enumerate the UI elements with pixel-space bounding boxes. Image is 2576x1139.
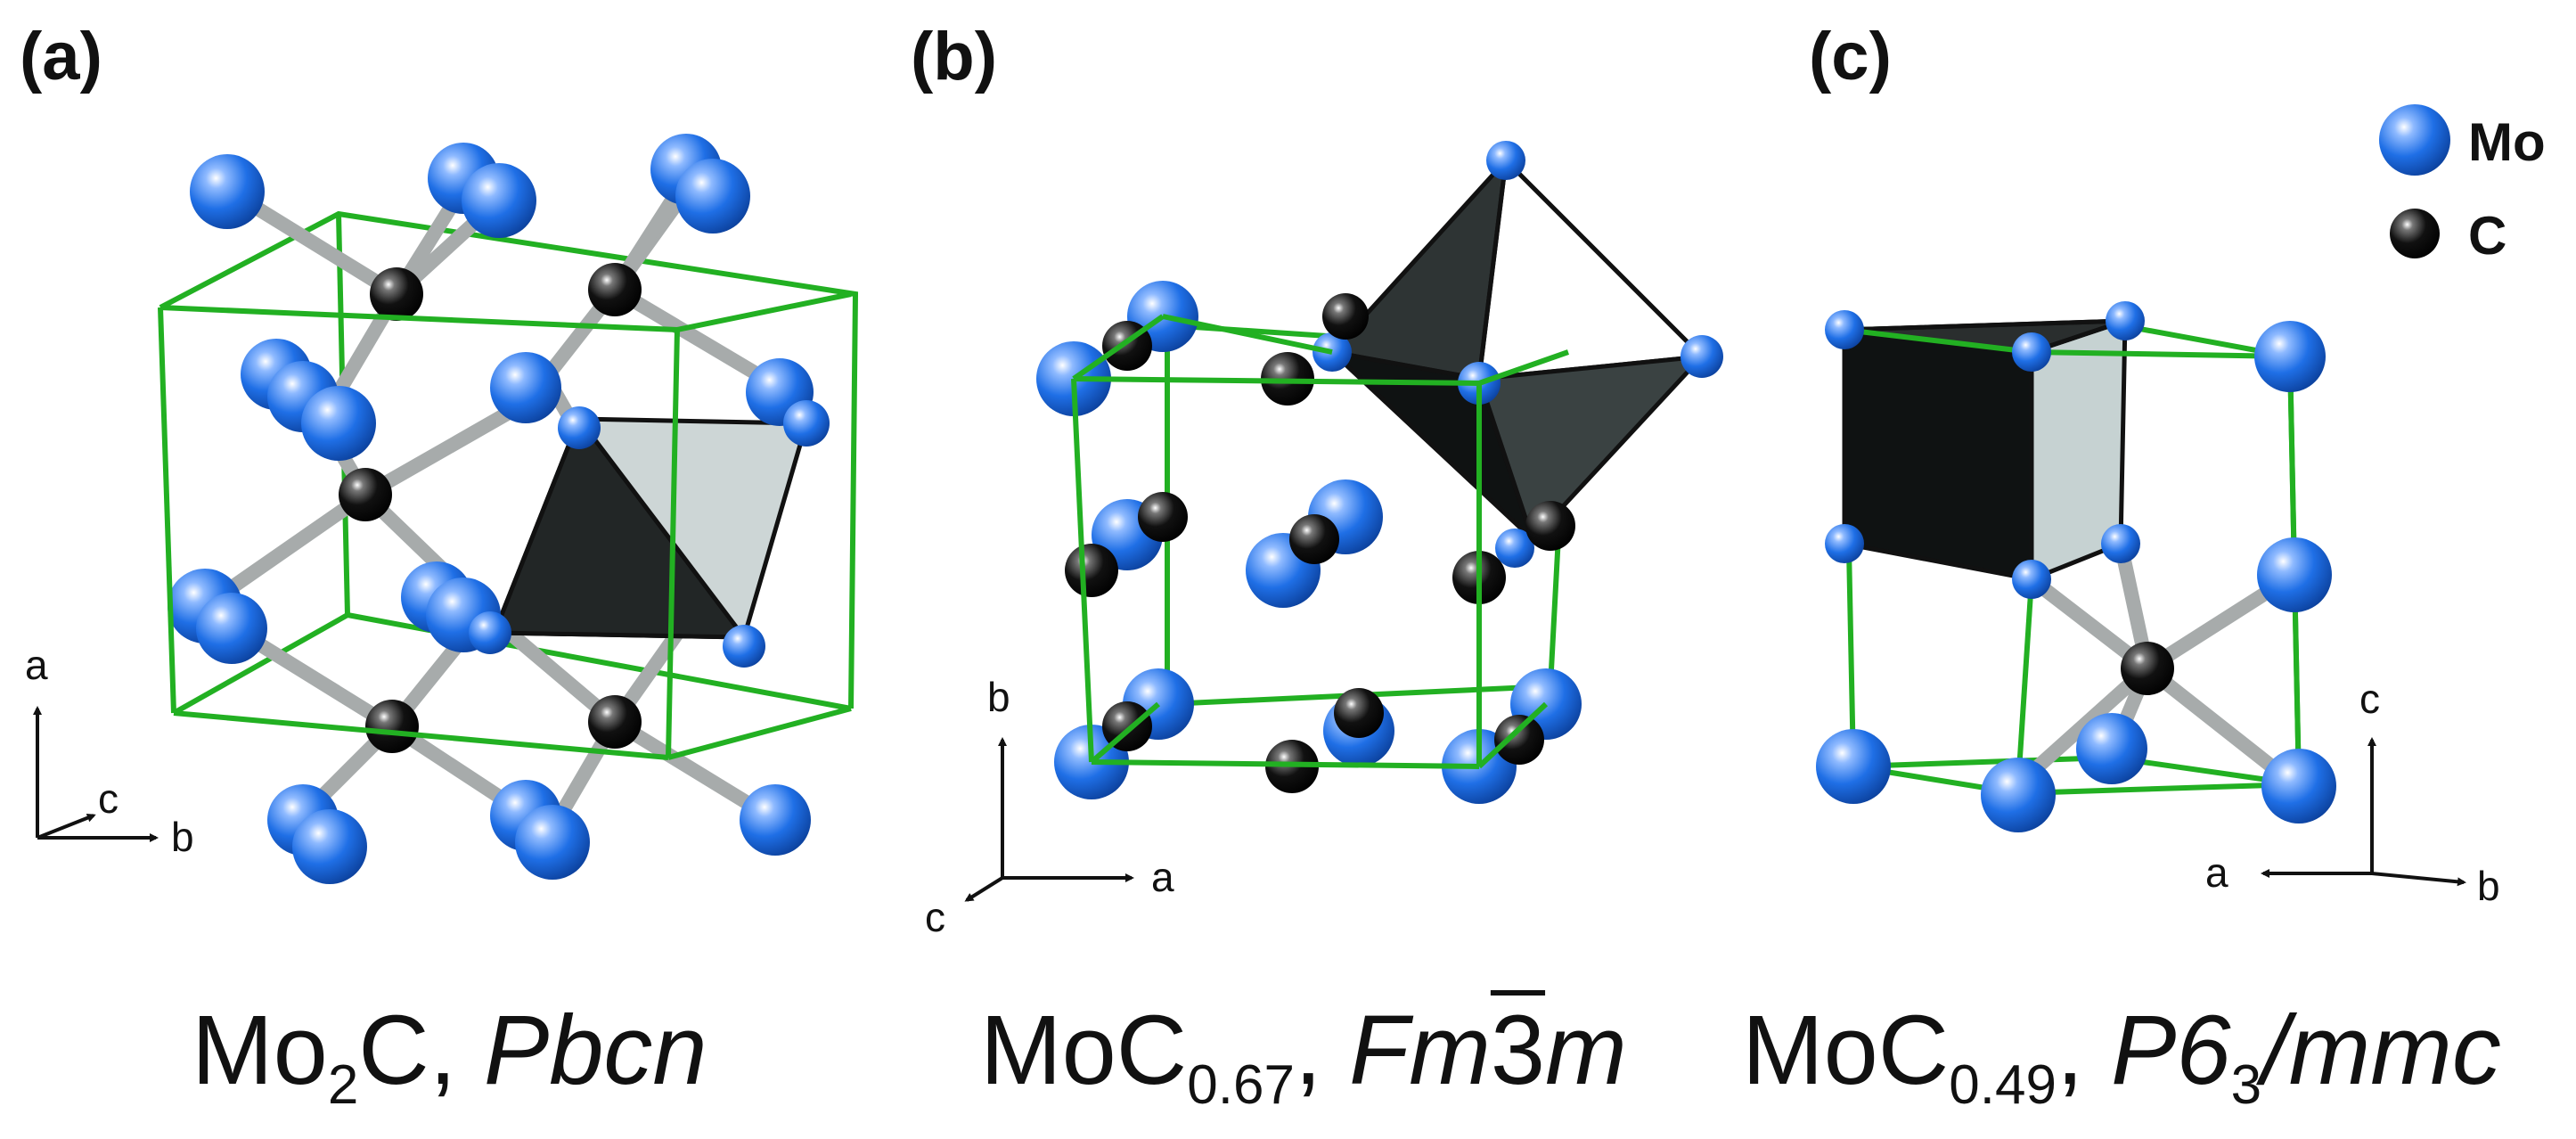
axis-label-a-diag: c: [98, 775, 119, 822]
caption-a-sub: 2: [327, 1054, 359, 1116]
axis-label-b-diag: c: [925, 894, 945, 940]
panel-label-b: (b): [911, 19, 998, 94]
legend-c-label: C: [2468, 206, 2506, 266]
caption-a-after: C,: [358, 996, 484, 1105]
axis-label-b-up: b: [987, 674, 1010, 720]
legend-mo-label: Mo: [2468, 112, 2546, 172]
axis-label-b-right: a: [1151, 854, 1174, 900]
panel-c-structure: c a b: [1816, 301, 2500, 909]
polyhedron-c: [1842, 317, 2128, 583]
caption-b-after: ,: [1294, 996, 1350, 1105]
axis-label-a-up: a: [25, 642, 48, 688]
caption-a-group: Pbcn: [483, 996, 707, 1105]
panel-b-structure: b a c: [925, 141, 1723, 940]
polyhedron-b: [1325, 155, 1708, 544]
mo-atoms-a: [168, 134, 830, 884]
panel-a-structure: a c b: [25, 134, 859, 884]
panel-label-a: (a): [20, 19, 102, 94]
axis-label-c-left: a: [2205, 849, 2228, 896]
caption-c-group-post: /mmc: [2261, 996, 2501, 1105]
caption-b-group-bar: 3: [1490, 996, 1546, 1105]
polyhedron-a: [491, 414, 810, 642]
legend-c-swatch: [2390, 209, 2440, 258]
caption-b-sub: 0.67: [1187, 1054, 1295, 1116]
caption-a: Mo2C, Pbcn: [192, 994, 707, 1117]
caption-c-formula: MoC: [1742, 996, 1950, 1105]
legend: Mo C: [2379, 104, 2546, 266]
axis-label-c-right: b: [2477, 863, 2500, 909]
caption-b-group-post: m: [1545, 996, 1627, 1105]
axes-c: c a b: [2205, 676, 2500, 909]
axes-b: b a c: [925, 674, 1174, 940]
axis-label-a-right: b: [171, 814, 194, 860]
caption-b: MoC0.67, Fm3m: [980, 994, 1627, 1117]
caption-b-group-pre: Fm: [1349, 996, 1491, 1105]
c-atom-c: [2121, 642, 2174, 695]
caption-c: MoC0.49, P63/mmc: [1742, 994, 2501, 1117]
caption-a-formula: Mo: [192, 996, 328, 1105]
panel-label-c: (c): [1809, 19, 1892, 94]
c-atoms-a: [339, 263, 642, 753]
legend-mo-swatch: [2379, 104, 2450, 176]
caption-c-group-sub: 3: [2230, 1054, 2262, 1116]
axis-label-c-up: c: [2359, 676, 2380, 722]
caption-c-sub: 0.49: [1949, 1054, 2057, 1116]
caption-c-group-pre: P6: [2111, 996, 2231, 1105]
caption-c-after: ,: [2056, 996, 2112, 1105]
axes-a: a c b: [25, 642, 194, 860]
caption-b-formula: MoC: [980, 996, 1188, 1105]
mo-atoms-c: [1816, 301, 2336, 832]
unit-cell-b-front: [1071, 314, 1569, 769]
unit-cell-a-front: [158, 291, 852, 760]
